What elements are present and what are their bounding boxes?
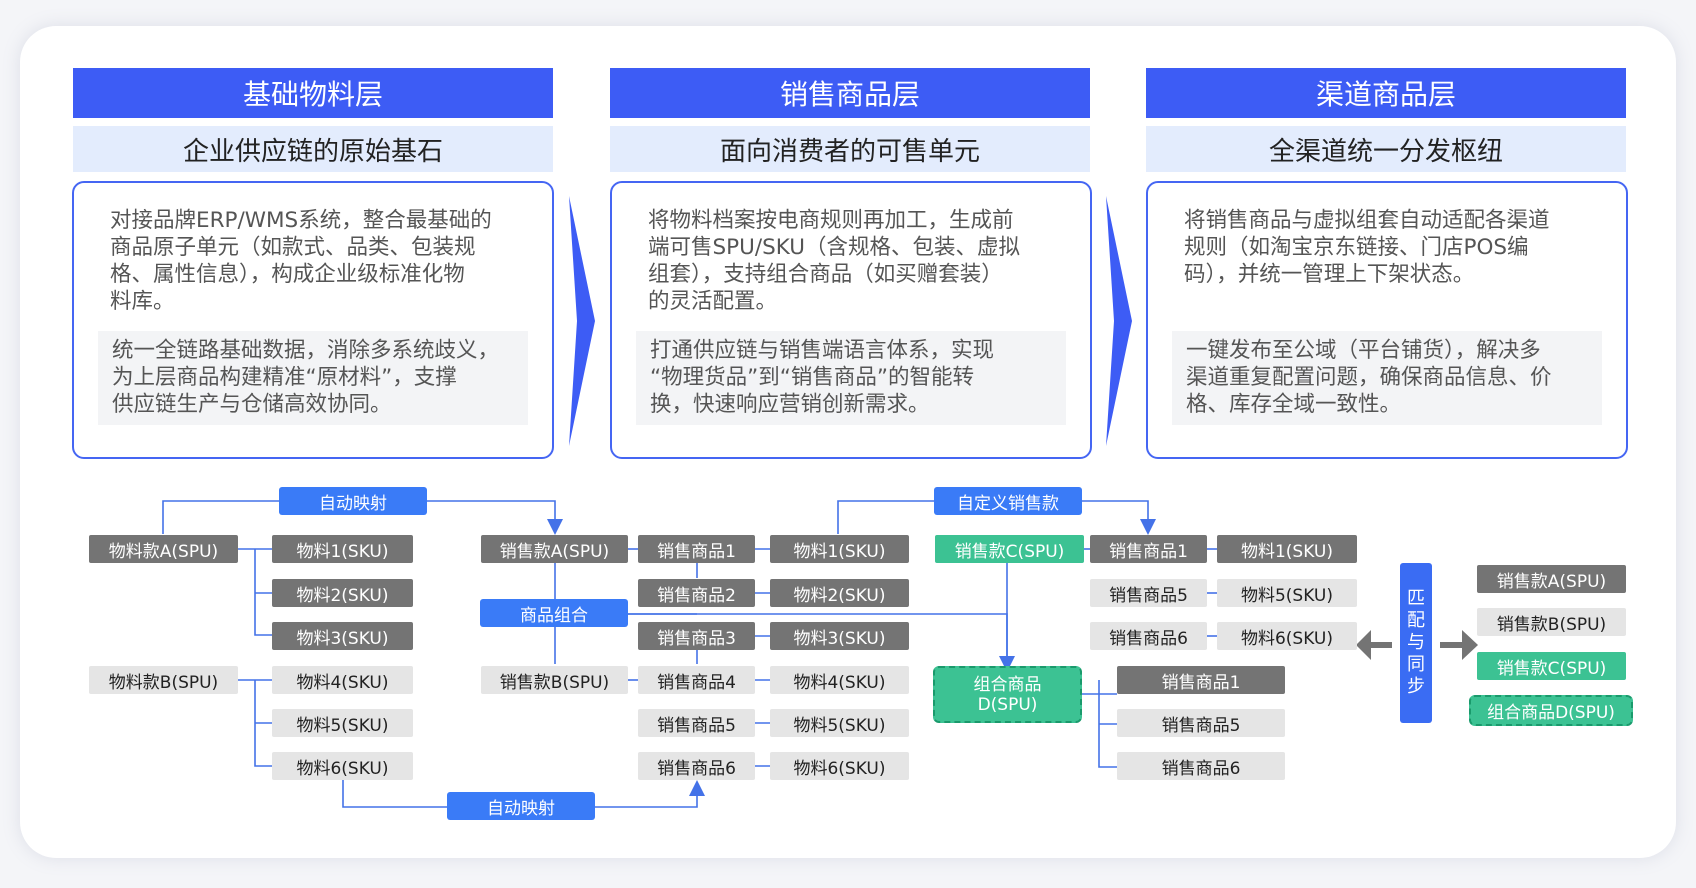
sync-char: 配 <box>1407 610 1425 631</box>
column-subtitle-sales: 面向消费者的可售单元 <box>610 126 1090 172</box>
column-box-sales: 将物料档案按电商规则再加工，生成前 端可售SPU/SKU（含规格、包装、虚拟 组… <box>610 181 1092 459</box>
legend-sale-spu-b: 销售款B(SPU) <box>1477 608 1626 636</box>
sync-char: 同 <box>1407 654 1425 675</box>
highlight-line: 统一全链路基础数据，消除多系统歧义， <box>112 338 500 363</box>
desc-line: 组套），支持组合商品（如买赠套装） <box>648 262 1003 287</box>
desc-line: 料库。 <box>110 289 175 314</box>
desc-line: 端可售SPU/SKU（含规格、包装、虚拟 <box>648 235 1020 260</box>
desc-line: 将物料档案按电商规则再加工，生成前 <box>648 208 1014 233</box>
combo-d-line: D(SPU) <box>977 694 1038 715</box>
sync-char: 步 <box>1407 676 1425 697</box>
auto-map-label: 自动映射 <box>279 487 427 515</box>
sale-material-2: 物料2(SKU) <box>770 579 909 607</box>
combo-sale-product-1: 销售商品1 <box>1117 666 1285 694</box>
desc-line: 的灵活配置。 <box>648 289 778 314</box>
material-sku-2: 物料2(SKU) <box>272 579 413 607</box>
highlight-line: 换，快速响应营销创新需求。 <box>650 392 930 417</box>
legend-sale-spu-a: 销售款A(SPU) <box>1477 565 1626 593</box>
channel-sale-product-5: 销售商品5 <box>1090 579 1207 607</box>
material-sku-5: 物料5(SKU) <box>272 709 413 737</box>
material-sku-1: 物料1(SKU) <box>272 535 413 563</box>
channel-material-5: 物料5(SKU) <box>1217 579 1357 607</box>
channel-sale-product-6: 销售商品6 <box>1090 622 1207 650</box>
sale-product-1: 销售商品1 <box>638 535 755 563</box>
sale-product-3: 销售商品3 <box>638 622 755 650</box>
column-title-sales: 销售商品层 <box>610 68 1090 118</box>
sync-char: 匹 <box>1407 588 1425 609</box>
desc-line: 将销售商品与虚拟组套自动适配各渠道 <box>1184 208 1550 233</box>
sale-spu-a: 销售款A(SPU) <box>481 535 628 563</box>
flow-arrow-icon <box>569 196 595 446</box>
highlight-line: 一键发布至公域（平台铺货），解决多 <box>1186 338 1541 363</box>
column-title-channel: 渠道商品层 <box>1146 68 1626 118</box>
material-sku-6: 物料6(SKU) <box>272 752 413 780</box>
highlight-line: 渠道重复配置问题，确保商品信息、价 <box>1186 365 1552 390</box>
column-description: 对接品牌ERP/WMS系统，整合最基础的 商品原子单元（如款式、品类、包装规 格… <box>110 207 524 315</box>
combo-sale-product-6: 销售商品6 <box>1117 752 1285 780</box>
column-highlight: 一键发布至公域（平台铺货），解决多 渠道重复配置问题，确保商品信息、价 格、库存… <box>1172 331 1602 425</box>
product-combo-label: 商品组合 <box>480 599 628 627</box>
legend-sale-spu-c: 销售款C(SPU) <box>1477 652 1626 680</box>
column-box-material: 对接品牌ERP/WMS系统，整合最基础的 商品原子单元（如款式、品类、包装规 格… <box>72 181 554 459</box>
highlight-line: 供应链生产与仓储高效协同。 <box>112 392 392 417</box>
sale-material-1: 物料1(SKU) <box>770 535 909 563</box>
channel-material-1: 物料1(SKU) <box>1217 535 1357 563</box>
desc-line: 对接品牌ERP/WMS系统，整合最基础的 <box>110 208 492 233</box>
sale-spu-b: 销售款B(SPU) <box>481 666 628 694</box>
sale-material-6: 物料6(SKU) <box>770 752 909 780</box>
sync-char: 与 <box>1407 632 1425 653</box>
match-sync-bar: 匹 配 与 同 步 <box>1400 563 1432 723</box>
highlight-line: 为上层商品构建精准“原材料”，支撑 <box>112 365 457 390</box>
column-highlight: 统一全链路基础数据，消除多系统歧义， 为上层商品构建精准“原材料”，支撑 供应链… <box>98 331 528 425</box>
material-spu-b: 物料款B(SPU) <box>89 666 238 694</box>
sale-product-5: 销售商品5 <box>638 709 755 737</box>
sale-product-2: 销售商品2 <box>638 579 755 607</box>
column-highlight: 打通供应链与销售端语言体系，实现 “物理货品”到“销售商品”的智能转 换，快速响… <box>636 331 1066 425</box>
custom-sale-label: 自定义销售款 <box>934 487 1082 515</box>
sale-spu-c: 销售款C(SPU) <box>935 535 1084 563</box>
sale-material-5: 物料5(SKU) <box>770 709 909 737</box>
sale-product-4: 销售商品4 <box>638 666 755 694</box>
column-description: 将销售商品与虚拟组套自动适配各渠道 规则（如淘宝京东链接、门店POS编 码），并… <box>1184 207 1598 288</box>
sale-material-4: 物料4(SKU) <box>770 666 909 694</box>
highlight-line: 格、库存全域一致性。 <box>1186 392 1402 417</box>
column-subtitle-channel: 全渠道统一分发枢纽 <box>1146 126 1626 172</box>
highlight-line: 打通供应链与销售端语言体系，实现 <box>650 338 995 363</box>
desc-line: 格、属性信息），构成企业级标准化物 <box>110 262 465 287</box>
desc-line: 码），并统一管理上下架状态。 <box>1184 262 1475 287</box>
combo-d-line: 组合商品 <box>973 674 1042 695</box>
material-sku-3: 物料3(SKU) <box>272 622 413 650</box>
sale-product-6: 销售商品6 <box>638 752 755 780</box>
column-title-material: 基础物料层 <box>73 68 553 118</box>
legend-combo-d: 组合商品D(SPU) <box>1469 695 1633 726</box>
auto-map-label: 自动映射 <box>447 792 595 820</box>
flow-arrow-icon <box>1106 196 1132 446</box>
desc-line: 商品原子单元（如款式、品类、包装规 <box>110 235 476 260</box>
desc-line: 规则（如淘宝京东链接、门店POS编 <box>1184 235 1529 260</box>
column-description: 将物料档案按电商规则再加工，生成前 端可售SPU/SKU（含规格、包装、虚拟 组… <box>648 207 1062 315</box>
column-box-channel: 将销售商品与虚拟组套自动适配各渠道 规则（如淘宝京东链接、门店POS编 码），并… <box>1146 181 1628 459</box>
material-sku-4: 物料4(SKU) <box>272 666 413 694</box>
combo-product-d: 组合商品 D(SPU) <box>933 666 1082 723</box>
material-spu-a: 物料款A(SPU) <box>89 535 238 563</box>
combo-sale-product-5: 销售商品5 <box>1117 709 1285 737</box>
highlight-line: “物理货品”到“销售商品”的智能转 <box>650 365 975 390</box>
channel-sale-product-1: 销售商品1 <box>1090 535 1207 563</box>
channel-material-6: 物料6(SKU) <box>1217 622 1357 650</box>
sale-material-3: 物料3(SKU) <box>770 622 909 650</box>
column-subtitle-material: 企业供应链的原始基石 <box>73 126 553 172</box>
